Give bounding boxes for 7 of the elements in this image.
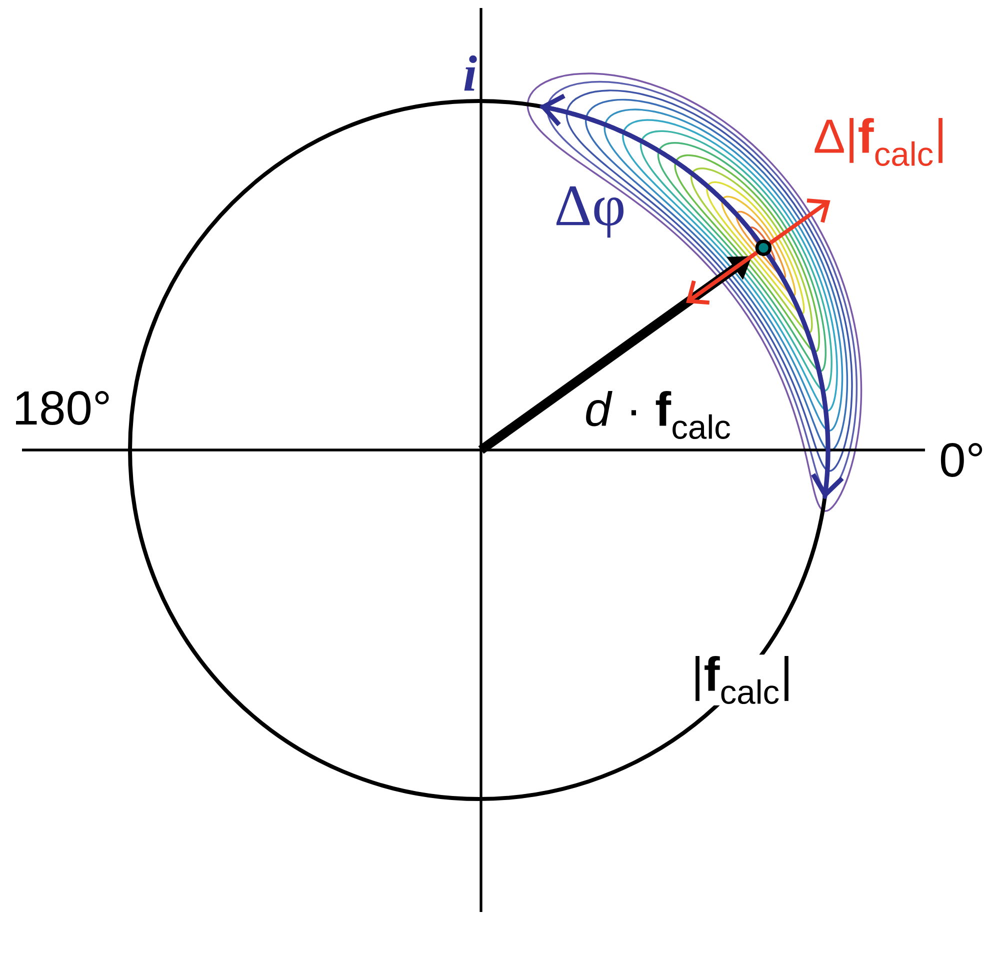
modulus-label: |f$_{calc}$|: [696, 656, 788, 704]
angle-label: 0°: [940, 443, 982, 477]
amplitude-label: Δ|f$_{calc}$|: [814, 118, 942, 166]
phase-label: Δφ: [556, 186, 624, 238]
vector-label: d · f$_{calc}$: [586, 391, 730, 440]
imaginary-axis-label: i: [464, 55, 477, 91]
angle-label: 180°: [16, 391, 109, 425]
